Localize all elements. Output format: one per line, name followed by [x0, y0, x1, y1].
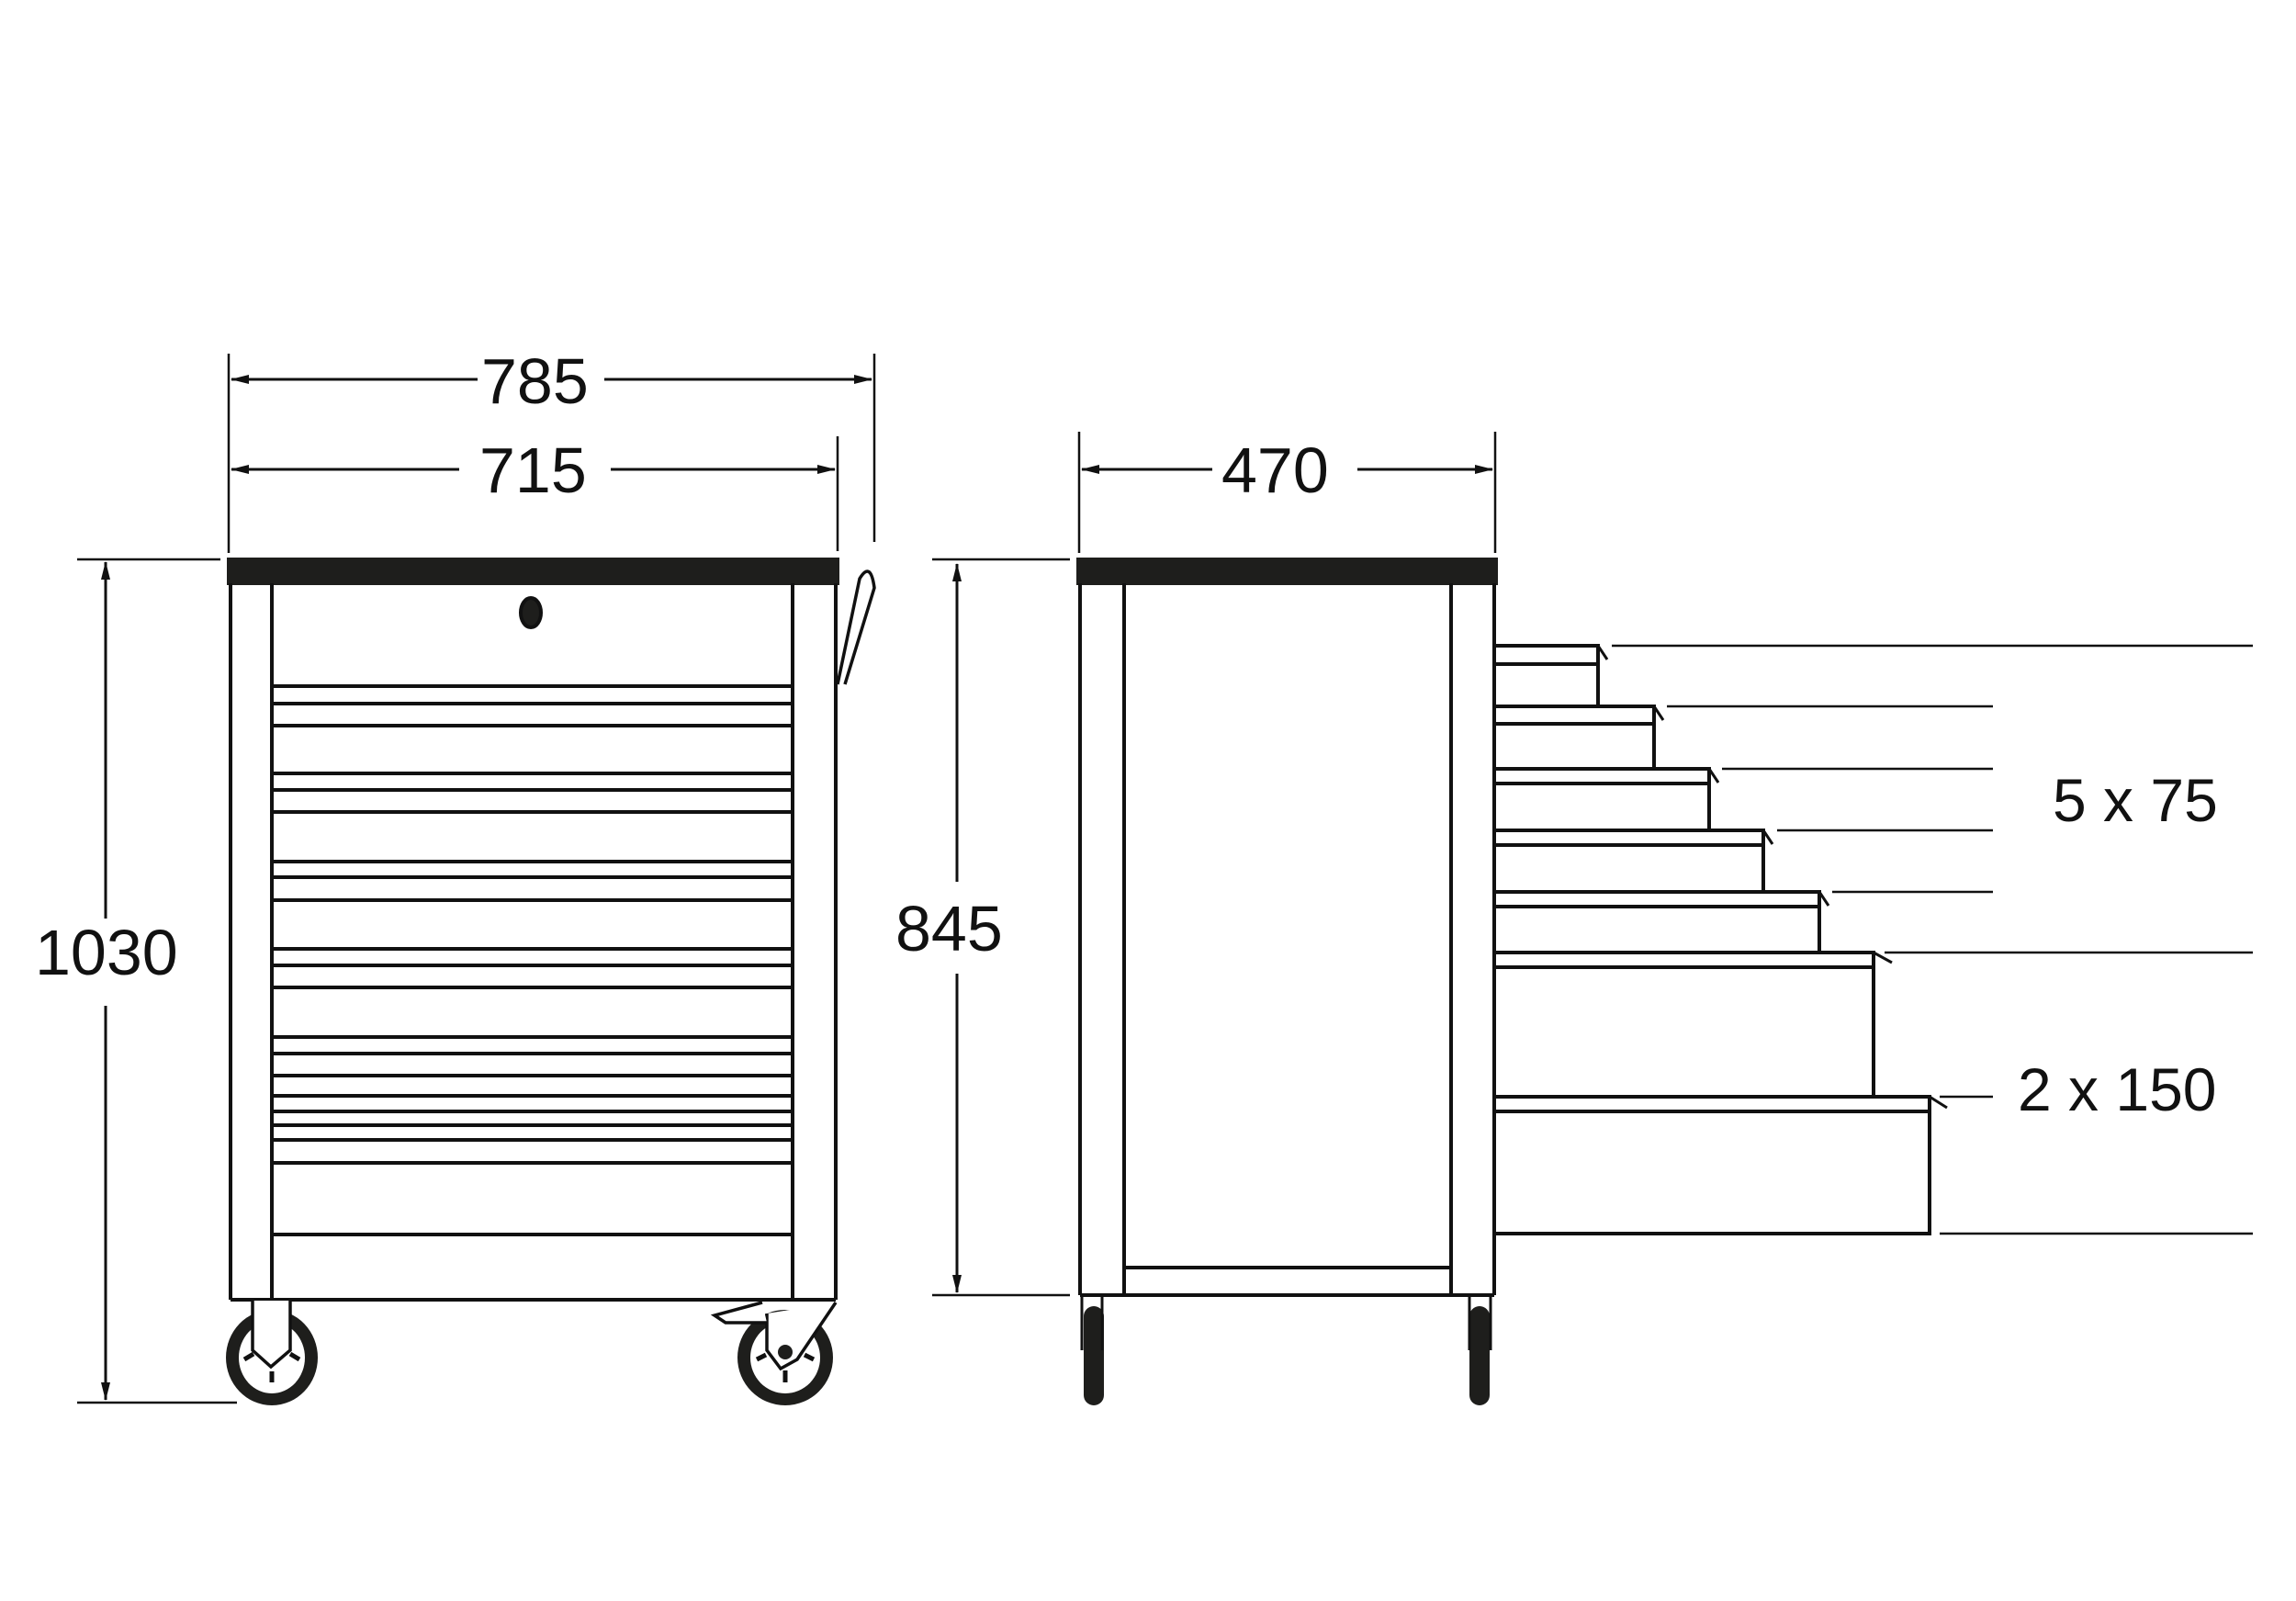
worktop	[227, 558, 839, 585]
depth-label: 470	[1221, 434, 1329, 506]
side-caster-left	[1084, 1306, 1104, 1405]
body-width-label: 715	[479, 434, 587, 506]
side-handle	[836, 569, 876, 685]
lock-icon	[519, 596, 543, 629]
side-caster-right	[1469, 1306, 1490, 1405]
large-drawers-label: 2 x 150	[2018, 1055, 2217, 1123]
small-drawers-label: 5 x 75	[2053, 766, 2218, 834]
front-dimensions	[101, 375, 872, 1401]
overall-height-label: 1030	[35, 917, 178, 988]
front-large-drawers	[272, 1094, 793, 1236]
drawer-leader-lines	[1612, 644, 2253, 1235]
side-dimensions	[952, 465, 1493, 1293]
front-view	[77, 354, 876, 1405]
drawer-callout-ticks	[1596, 645, 1948, 1110]
side-worktop	[1076, 558, 1498, 585]
front-drawer-lines	[272, 684, 793, 1165]
extended-drawers	[1495, 644, 1931, 1235]
side-view	[932, 432, 2253, 1405]
overall-width-label: 785	[481, 345, 589, 417]
right-caster	[710, 1301, 838, 1405]
left-caster	[226, 1301, 318, 1405]
body-height-label: 845	[895, 893, 1003, 964]
